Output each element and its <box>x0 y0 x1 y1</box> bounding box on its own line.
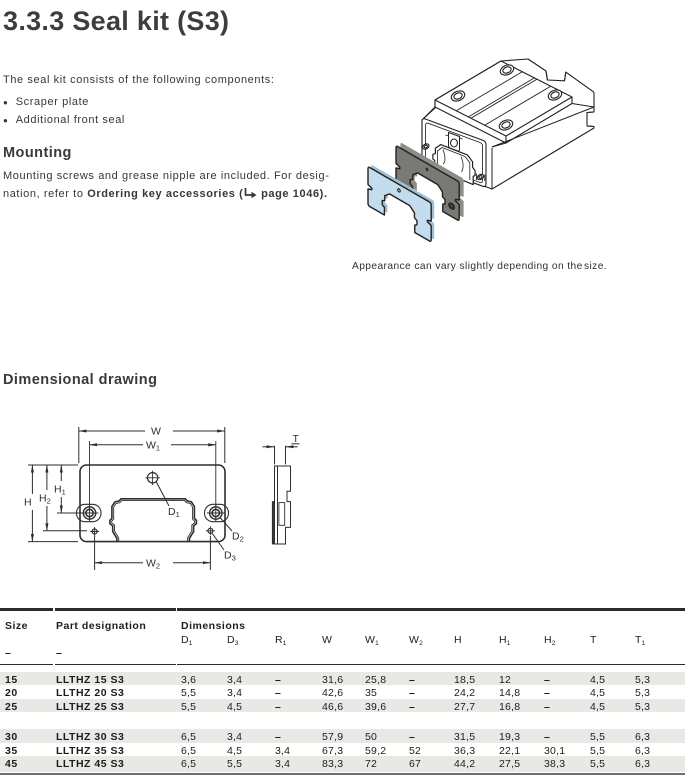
svg-text:W: W <box>151 426 161 438</box>
svg-text:W2: W2 <box>146 558 160 571</box>
svg-text:W1: W1 <box>146 440 160 453</box>
svg-text:H1: H1 <box>54 484 66 497</box>
svg-text:D1: D1 <box>168 506 180 519</box>
svg-text:H: H <box>24 497 32 509</box>
svg-text:H2: H2 <box>39 493 51 506</box>
svg-text:T: T <box>293 433 300 445</box>
svg-text:D3: D3 <box>224 550 236 563</box>
svg-text:D2: D2 <box>232 531 244 544</box>
